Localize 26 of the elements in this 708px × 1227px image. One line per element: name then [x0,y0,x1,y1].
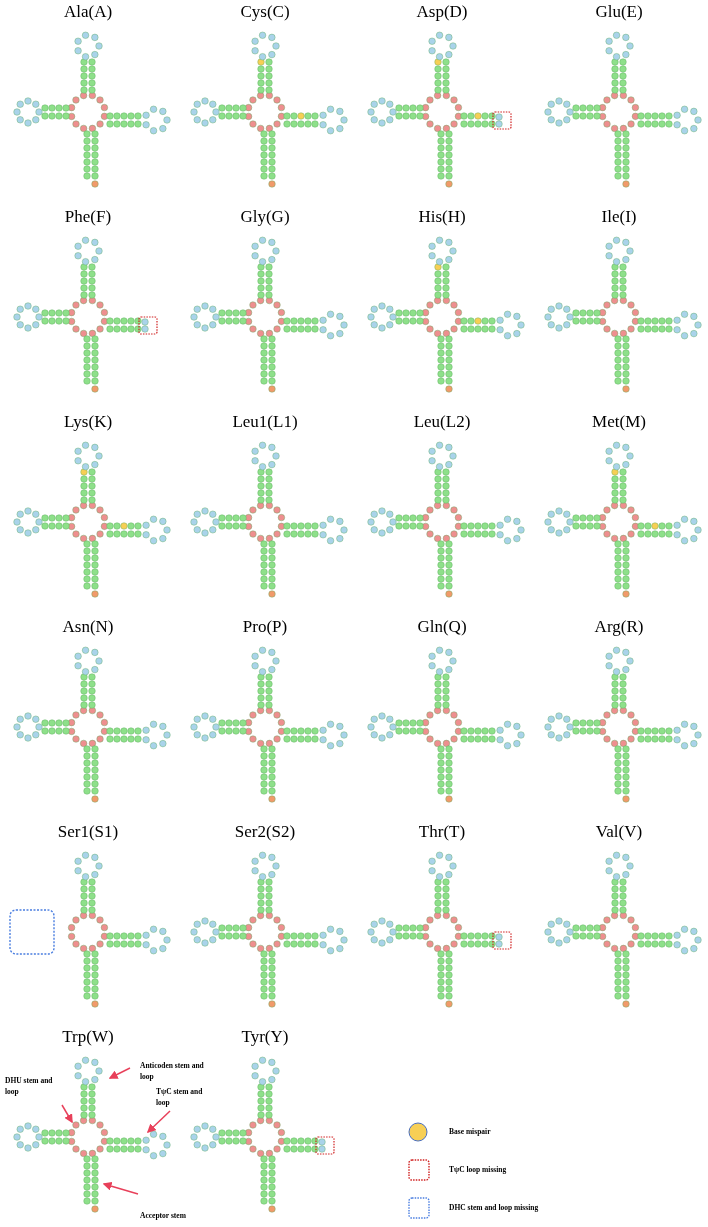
trna-name-title: Ser1(S1) [57,822,119,842]
trna-name-title: Leu1(L1) [232,412,298,432]
trna-name-title: Ile(I) [601,207,637,227]
trna-name-title: Ser2(S2) [234,822,296,842]
trna-name-title: Asn(N) [62,617,114,637]
leader-arrow [146,1110,171,1134]
trna-name-title: Gln(Q) [417,617,467,637]
leader-arrow [102,1181,139,1195]
trna-name-title: Arg(R) [594,617,644,637]
trna-name-title: Asp(D) [416,2,468,22]
trna-name-title: Lys(K) [63,412,113,432]
trna-name-title: Cys(C) [240,2,290,22]
trna-name-title: Gly(G) [240,207,290,227]
trna-name-title: Thr(T) [418,822,466,842]
trna-name-title: Pro(P) [242,617,288,637]
trna-name-title: Tyr(Y) [241,1027,289,1047]
leader-arrow [108,1067,131,1079]
trna-name-title: Trp(W) [62,1027,114,1047]
trna-name-title: Met(M) [592,412,646,432]
trna-name-title: Phe(F) [64,207,112,227]
trna-name-title: Ala(A) [63,2,113,22]
trna-name-title: His(H) [418,207,466,227]
trna-name-title: Glu(E) [595,2,643,22]
trna-name-title: Leu(L2) [413,412,471,432]
trna-name-title: Val(V) [595,822,643,842]
leader-arrow [61,1104,73,1124]
